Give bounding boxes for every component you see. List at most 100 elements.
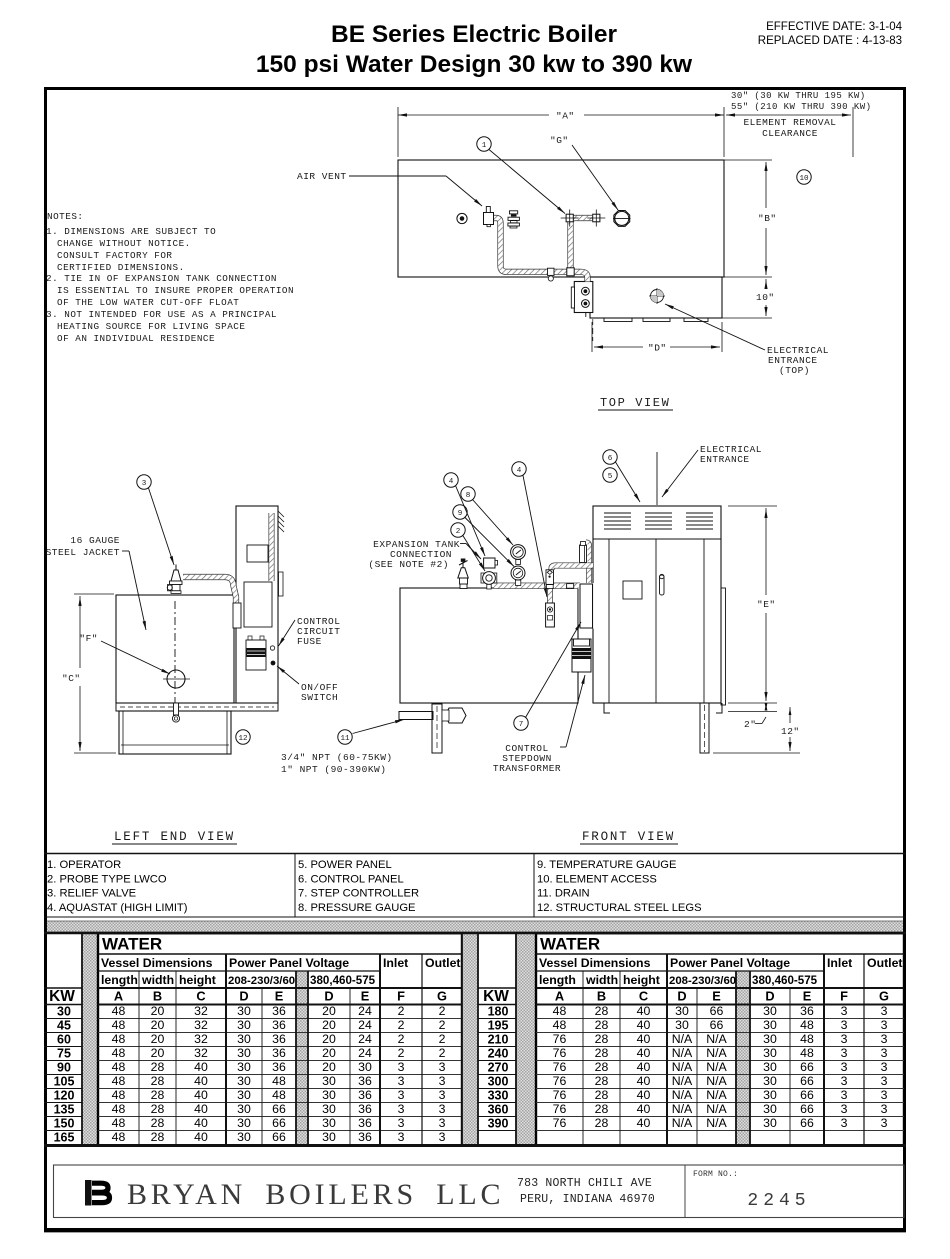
svg-text:76: 76 xyxy=(553,1074,567,1088)
svg-text:30: 30 xyxy=(237,1130,251,1144)
svg-text:2: 2 xyxy=(398,1046,405,1060)
svg-text:width: width xyxy=(585,973,618,987)
svg-text:N/A: N/A xyxy=(672,1088,693,1102)
svg-text:height: height xyxy=(179,973,216,987)
svg-text:D: D xyxy=(765,989,774,1004)
svg-text:7. STEP CONTROLLER: 7. STEP CONTROLLER xyxy=(298,888,419,900)
svg-text:ELECTRICAL: ELECTRICAL xyxy=(767,345,829,356)
svg-text:4: 4 xyxy=(449,478,454,486)
svg-text:48: 48 xyxy=(112,1074,126,1088)
svg-text:1″ NPT (90-390KW): 1″ NPT (90-390KW) xyxy=(281,764,386,775)
svg-text:G: G xyxy=(879,989,889,1004)
svg-text:IS ESSENTIAL TO INSURE PROPER: IS ESSENTIAL TO INSURE PROPER OPERATION xyxy=(57,285,294,296)
svg-text:Inlet: Inlet xyxy=(383,956,408,970)
svg-text:A: A xyxy=(114,989,123,1004)
svg-text:36: 36 xyxy=(358,1130,372,1144)
svg-text:20: 20 xyxy=(151,1032,165,1046)
svg-text:2: 2 xyxy=(439,1046,446,1060)
svg-text:12″: 12″ xyxy=(781,726,800,737)
svg-text:STEEL JACKET: STEEL JACKET xyxy=(46,547,120,558)
svg-text:E: E xyxy=(803,989,812,1004)
svg-text:3: 3 xyxy=(881,1004,888,1018)
svg-text:WATER: WATER xyxy=(540,935,600,954)
svg-text:8: 8 xyxy=(466,492,471,500)
svg-text:A: A xyxy=(555,989,564,1004)
svg-text:3: 3 xyxy=(841,1060,848,1074)
svg-text:360: 360 xyxy=(488,1102,509,1116)
svg-text:66: 66 xyxy=(272,1130,286,1144)
svg-text:28: 28 xyxy=(595,1018,609,1032)
svg-text:ENTRANCE: ENTRANCE xyxy=(700,454,750,465)
svg-text:D: D xyxy=(239,989,248,1004)
svg-text:40: 40 xyxy=(637,1032,651,1046)
svg-text:30: 30 xyxy=(237,1004,251,1018)
svg-text:3: 3 xyxy=(439,1088,446,1102)
svg-text:N/A: N/A xyxy=(706,1116,727,1130)
svg-text:CHANGE WITHOUT NOTICE.: CHANGE WITHOUT NOTICE. xyxy=(57,238,191,249)
svg-text:30: 30 xyxy=(322,1088,336,1102)
svg-text:36: 36 xyxy=(800,1004,814,1018)
svg-text:B: B xyxy=(597,989,606,1004)
svg-text:CONSULT FACTORY FOR: CONSULT FACTORY FOR xyxy=(57,250,173,261)
svg-text:40: 40 xyxy=(194,1088,208,1102)
svg-text:20: 20 xyxy=(322,1032,336,1046)
svg-text:30: 30 xyxy=(763,1018,777,1032)
svg-text:10: 10 xyxy=(799,175,809,183)
svg-text:28: 28 xyxy=(151,1102,165,1116)
svg-text:30: 30 xyxy=(763,1102,777,1116)
svg-text:F: F xyxy=(397,989,405,1004)
svg-text:STEPDOWN: STEPDOWN xyxy=(502,753,552,764)
svg-text:G: G xyxy=(437,989,447,1004)
svg-text:66: 66 xyxy=(710,1004,724,1018)
svg-text:40: 40 xyxy=(194,1102,208,1116)
svg-text:OF THE LOW WATER CUT-OFF FLOAT: OF THE LOW WATER CUT-OFF FLOAT xyxy=(57,297,239,308)
svg-text:3: 3 xyxy=(841,1088,848,1102)
svg-text:F: F xyxy=(840,989,848,1004)
svg-text:″C″: ″C″ xyxy=(62,673,81,684)
svg-text:2: 2 xyxy=(439,1004,446,1018)
svg-text:8. PRESSURE GAUGE: 8. PRESSURE GAUGE xyxy=(298,902,416,914)
svg-text:30: 30 xyxy=(763,1088,777,1102)
svg-text:2: 2 xyxy=(439,1018,446,1032)
svg-text:1: 1 xyxy=(482,142,487,150)
svg-text:Vessel Dimensions: Vessel Dimensions xyxy=(101,956,213,970)
svg-text:300: 300 xyxy=(488,1074,509,1088)
svg-text:32: 32 xyxy=(194,1032,208,1046)
svg-text:1. OPERATOR: 1. OPERATOR xyxy=(47,859,121,871)
svg-text:75: 75 xyxy=(57,1046,71,1060)
svg-text:30: 30 xyxy=(358,1060,372,1074)
svg-text:3: 3 xyxy=(841,1004,848,1018)
svg-text:20: 20 xyxy=(322,1018,336,1032)
svg-text:20: 20 xyxy=(151,1004,165,1018)
svg-text:380,460-575: 380,460-575 xyxy=(752,974,818,987)
svg-text:3: 3 xyxy=(841,1018,848,1032)
svg-text:5: 5 xyxy=(608,473,613,481)
svg-text:C: C xyxy=(639,989,648,1004)
svg-text:24: 24 xyxy=(358,1032,372,1046)
svg-text:195: 195 xyxy=(488,1018,509,1032)
svg-text:48: 48 xyxy=(800,1018,814,1032)
svg-text:40: 40 xyxy=(194,1074,208,1088)
svg-text:24: 24 xyxy=(358,1046,372,1060)
svg-text:FRONT VIEW: FRONT VIEW xyxy=(582,830,675,844)
svg-text:OF AN INDIVIDUAL RESIDENCE: OF AN INDIVIDUAL RESIDENCE xyxy=(57,333,215,344)
svg-text:390: 390 xyxy=(488,1116,509,1130)
svg-text:CERTIFIED DIMENSIONS.: CERTIFIED DIMENSIONS. xyxy=(57,262,185,273)
svg-text:N/A: N/A xyxy=(672,1102,693,1116)
svg-text:28: 28 xyxy=(151,1130,165,1144)
svg-text:″D″: ″D″ xyxy=(648,343,667,354)
svg-text:48: 48 xyxy=(112,1102,126,1116)
svg-text:48: 48 xyxy=(112,1060,126,1074)
svg-text:66: 66 xyxy=(800,1074,814,1088)
svg-text:Outlet: Outlet xyxy=(425,956,461,970)
svg-text:66: 66 xyxy=(800,1088,814,1102)
svg-text:40: 40 xyxy=(194,1116,208,1130)
svg-text:208-230/3/60: 208-230/3/60 xyxy=(669,975,736,987)
svg-text:16 GAUGE: 16 GAUGE xyxy=(70,535,120,546)
svg-text:36: 36 xyxy=(272,1046,286,1060)
svg-text:(SEE NOTE #2): (SEE NOTE #2) xyxy=(368,559,449,570)
svg-text:HEATING SOURCE FOR LIVING SPAC: HEATING SOURCE FOR LIVING SPACE xyxy=(57,321,245,332)
svg-text:2. TIE IN OF EXPANSION TANK CO: 2. TIE IN OF EXPANSION TANK CONNECTION xyxy=(46,273,277,284)
svg-text:30: 30 xyxy=(237,1102,251,1116)
svg-text:LEFT END VIEW: LEFT END VIEW xyxy=(114,830,235,844)
